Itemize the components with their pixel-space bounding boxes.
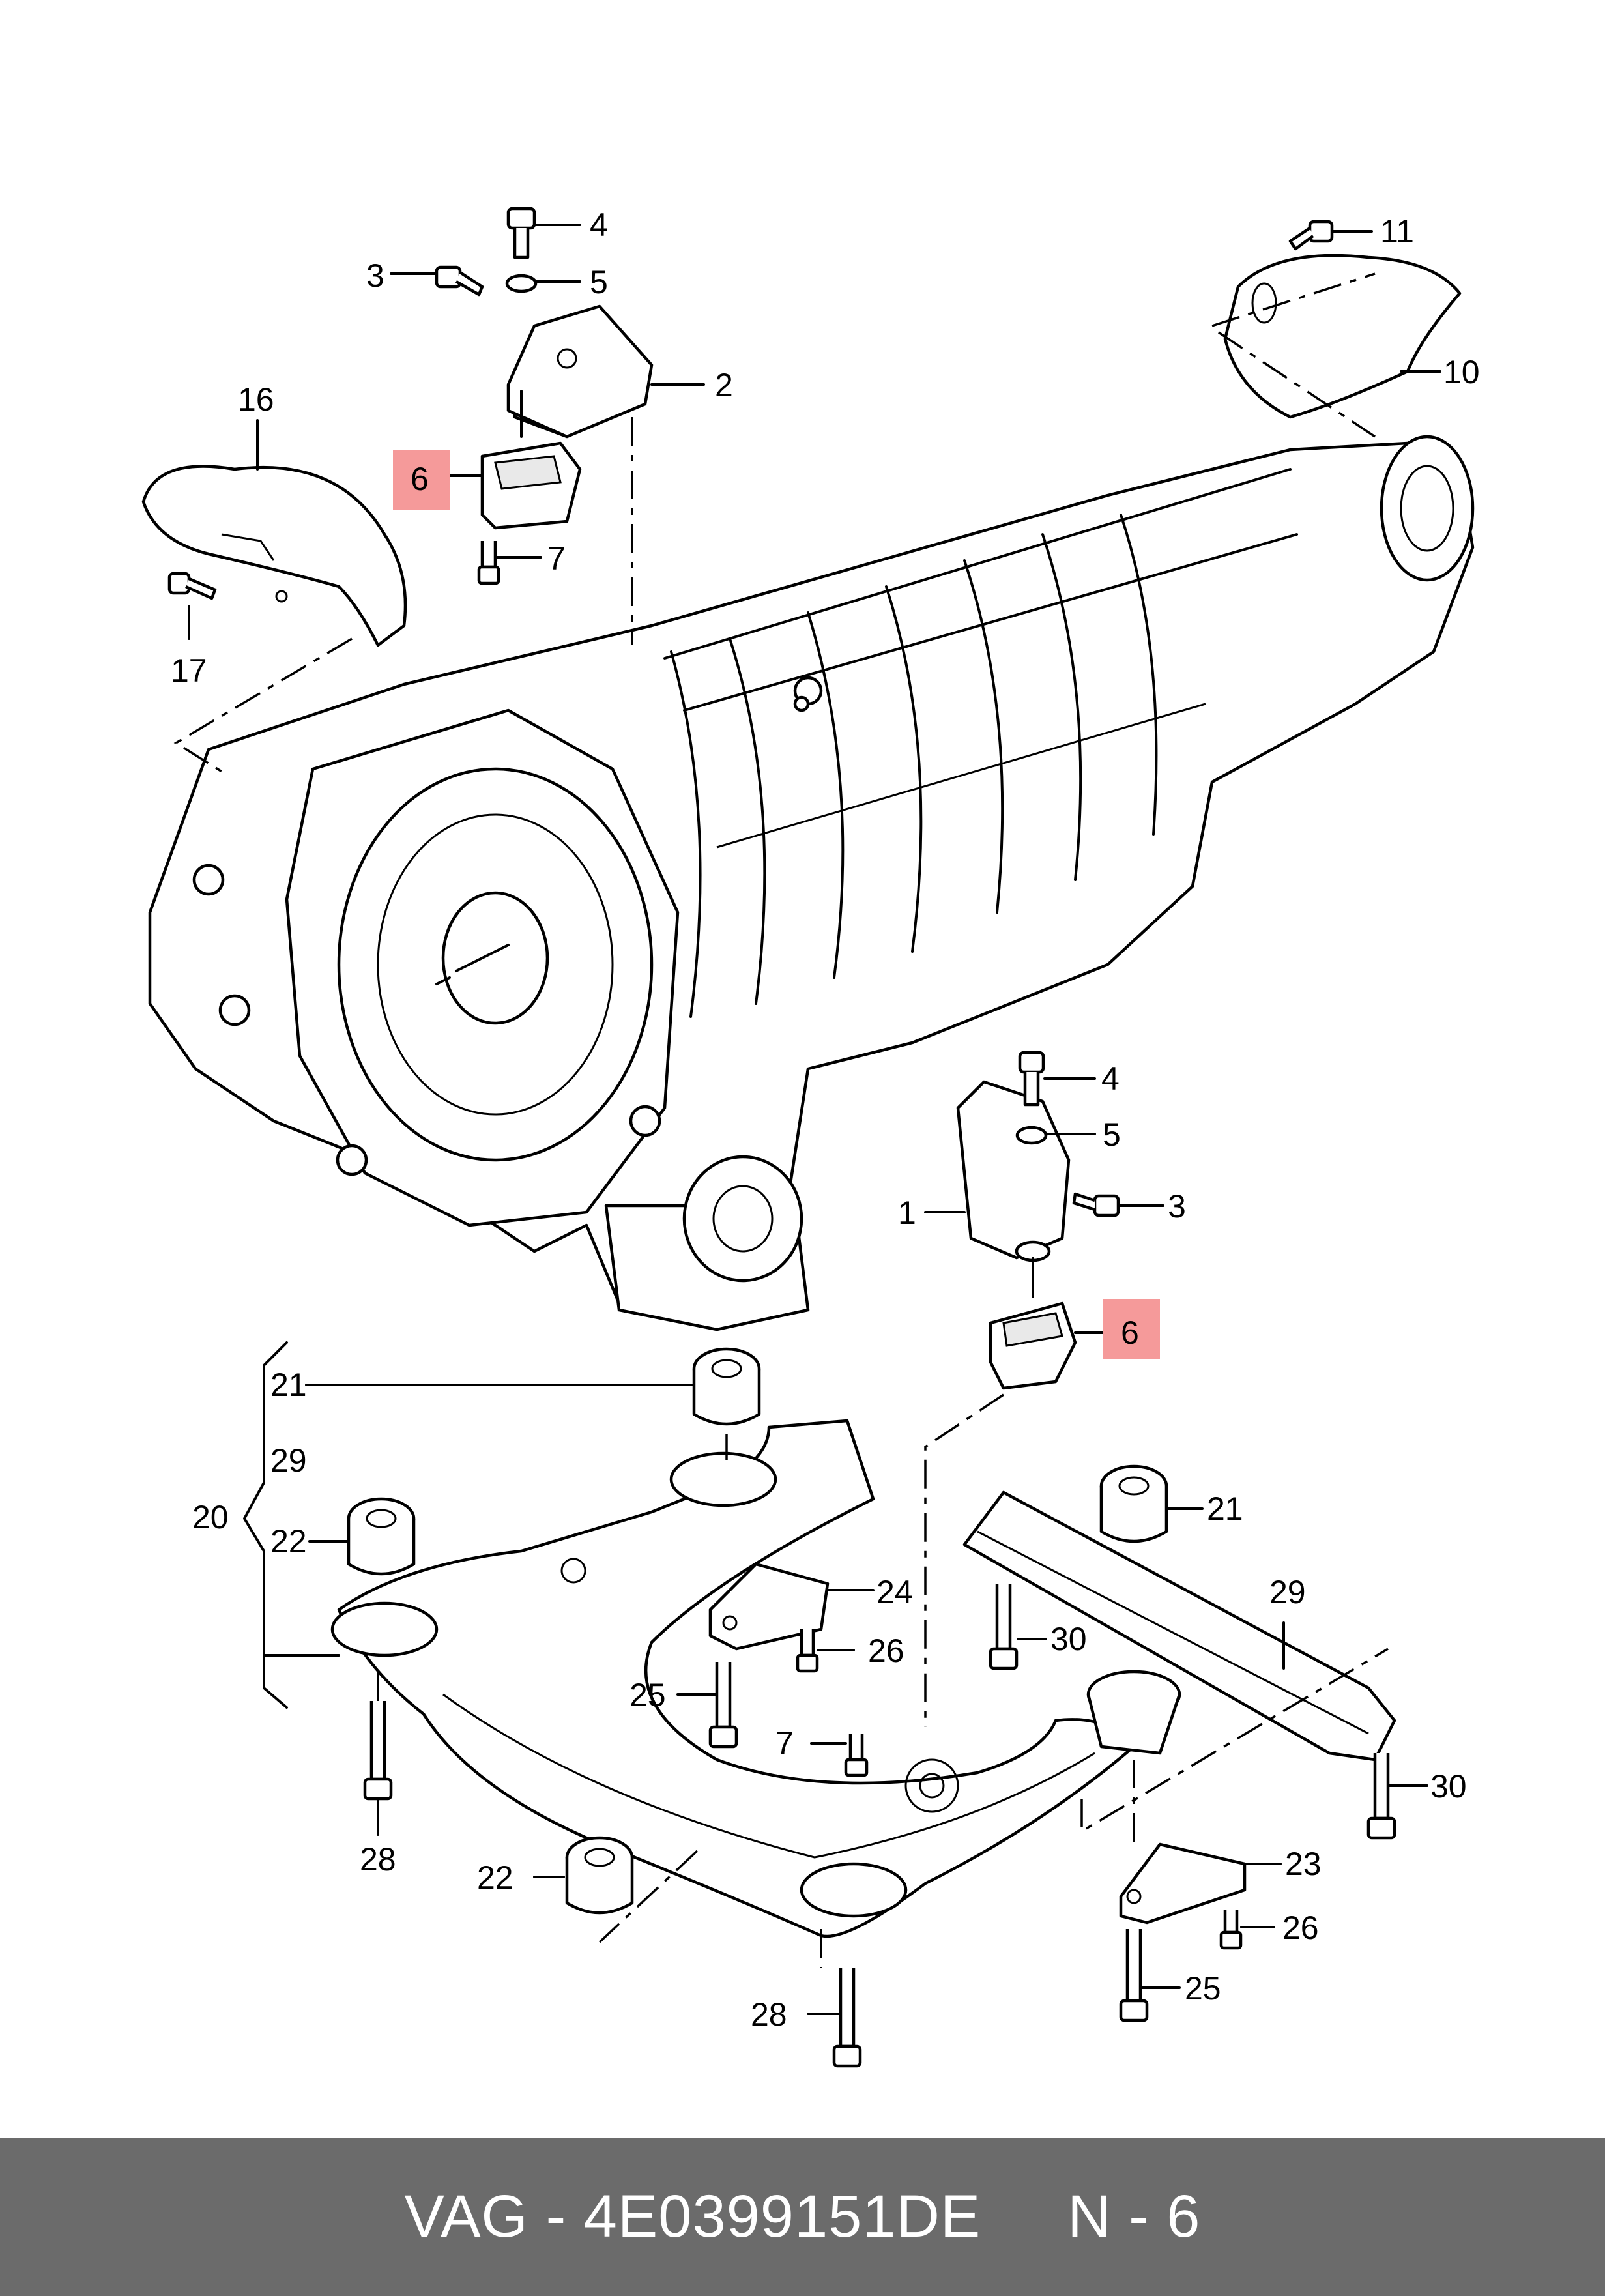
callout-10: 10 (1443, 354, 1480, 390)
highlight-box-6-top (393, 450, 450, 510)
callout-30-upper: 30 (1050, 1621, 1087, 1657)
assembly-lines (173, 272, 1389, 1968)
callout-4-top: 4 (590, 207, 608, 243)
bushing-21-left (692, 1347, 761, 1426)
part-number-caption: VAG - 4E0399151DE N - 6 (405, 2183, 1201, 2251)
callout-20: 20 (192, 1499, 229, 1535)
engine-mount-6-right (989, 1257, 1077, 1390)
footer-bar: VAG - 4E0399151DE N - 6 (0, 2138, 1605, 2296)
callout-6-right: 6 (1121, 1315, 1139, 1351)
bolt-26-right (1219, 1910, 1243, 1950)
bolt-28-lower (832, 1968, 862, 2068)
mount-bracket-left (506, 304, 654, 439)
part-number: 4E0399151DE (583, 2183, 981, 2250)
callout-23: 23 (1285, 1846, 1322, 1882)
callout-5-top: 5 (590, 264, 608, 300)
bushing-22-lower (565, 1836, 634, 1915)
bolt-25-right (1119, 1929, 1149, 2022)
bolt-7-lower (844, 1734, 869, 1777)
highlight-box-6-right (1103, 1299, 1160, 1359)
engine-mount-6-top (480, 390, 582, 530)
transmission-housing (148, 435, 1475, 1331)
bracket-24 (708, 1562, 830, 1651)
callout-30-lower: 30 (1430, 1768, 1467, 1805)
callout-28-left: 28 (360, 1841, 396, 1878)
callout-28-lower: 28 (751, 1996, 787, 2033)
callout-29-left: 29 (270, 1442, 307, 1479)
bolt-3-right (1072, 1192, 1120, 1217)
brand-label: VAG (404, 2183, 528, 2250)
callout-4-right: 4 (1101, 1060, 1120, 1097)
bushing-22-upper (347, 1497, 416, 1576)
washer-5-right (1015, 1126, 1048, 1145)
callout-25-right: 25 (1185, 1970, 1221, 2007)
bolt-26-left (796, 1629, 819, 1673)
callout-26-left: 26 (868, 1633, 904, 1669)
callout-labels: 4 5 3 2 6 7 16 17 11 10 4 5 3 1 6 21 29 … (171, 207, 1480, 2033)
callout-21-right: 21 (1207, 1490, 1243, 1527)
heat-shield-16 (141, 465, 407, 647)
callout-29-right: 29 (1269, 1574, 1306, 1610)
mount-bracket-right (956, 1080, 1071, 1262)
callout-17: 17 (171, 652, 207, 689)
heat-shield-10 (1223, 254, 1462, 419)
bracket-23 (1119, 1842, 1247, 1925)
callout-22-upper: 22 (270, 1523, 307, 1560)
callout-25-left: 25 (629, 1677, 666, 1713)
separator: - (545, 2183, 567, 2250)
callout-3-right: 3 (1168, 1188, 1186, 1225)
bolt-11 (1288, 220, 1334, 251)
bushing-21-right (1099, 1464, 1168, 1543)
subframe-20 (330, 1419, 1136, 1938)
callout-7-lower: 7 (775, 1725, 794, 1762)
callout-11: 11 (1380, 213, 1414, 250)
position-label: N - 6 (1067, 2183, 1201, 2250)
callout-26-right: 26 (1282, 1910, 1319, 1946)
washer-5-top (505, 274, 538, 293)
callout-6-top: 6 (411, 461, 429, 497)
callout-16: 16 (238, 381, 274, 418)
bolt-17 (167, 572, 217, 600)
bolt-4-top (506, 207, 536, 259)
callout-21-left: 21 (270, 1367, 307, 1403)
bolt-30-lower (1366, 1753, 1396, 1840)
exploded-parts-diagram: 4 5 3 2 6 7 16 17 11 10 4 5 3 1 6 21 29 … (141, 207, 1480, 2068)
callout-24: 24 (876, 1574, 913, 1610)
callout-3-top: 3 (366, 257, 384, 294)
crossmember-29 (962, 1490, 1396, 1762)
callout-7-top: 7 (547, 540, 566, 577)
callout-5-right: 5 (1103, 1116, 1121, 1153)
bolt-3-top (435, 265, 484, 297)
bolt-30-upper (989, 1584, 1019, 1670)
bolt-4-right (1018, 1051, 1045, 1107)
leader-lines (188, 224, 1441, 2015)
callout-22-lower: 22 (477, 1859, 513, 1896)
bolt-28-left (363, 1701, 393, 1801)
bolt-7-top (477, 541, 500, 585)
callout-1: 1 (898, 1195, 916, 1231)
callout-2: 2 (715, 367, 733, 403)
bolt-25-left (708, 1662, 738, 1749)
